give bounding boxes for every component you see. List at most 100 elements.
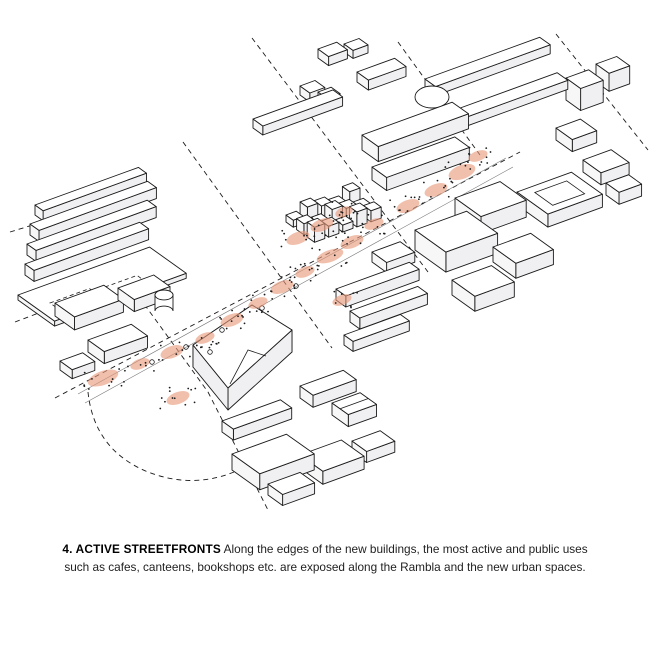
caption-body-line1: Along the edges of the new buildings, th…	[221, 542, 588, 556]
people-dot	[340, 265, 343, 267]
people-dot	[187, 387, 190, 390]
building-roof	[356, 57, 407, 81]
people-dot	[199, 346, 202, 349]
people-dot	[305, 234, 308, 237]
people-dot	[299, 263, 302, 266]
building-roof	[363, 201, 382, 212]
people-dot	[418, 196, 421, 198]
people-dot	[127, 365, 129, 368]
people-dot	[108, 384, 110, 387]
people-dot	[243, 308, 246, 310]
people-dot	[361, 226, 364, 229]
people-dot	[467, 153, 470, 155]
people-dot	[305, 238, 308, 241]
people-dot	[342, 219, 345, 222]
people-dot	[175, 353, 178, 355]
people-dot	[404, 195, 407, 198]
tree-circle	[149, 359, 155, 365]
caption-title: 4. ACTIVE STREETFRONTS	[62, 542, 222, 556]
wedge-notch-line	[229, 349, 267, 385]
building-roof	[29, 180, 157, 231]
people-dot	[120, 384, 123, 387]
people-dot	[308, 268, 311, 271]
people-dot	[338, 214, 341, 216]
people-dot	[317, 224, 320, 227]
people-dot	[83, 384, 86, 387]
people-dot	[168, 386, 171, 389]
people-dot	[242, 316, 244, 318]
axis-dashed-line	[54, 151, 521, 399]
building-roof	[414, 210, 499, 253]
building-roof	[26, 199, 157, 251]
people-dot	[334, 302, 337, 304]
active-streetfront-highlight	[364, 218, 384, 230]
people-dot	[480, 161, 483, 163]
people-dot	[91, 377, 93, 380]
people-dot	[241, 314, 243, 317]
people-dot	[124, 369, 126, 372]
circular-plaza	[414, 85, 450, 109]
people-dot	[444, 185, 447, 187]
people-dot	[309, 279, 312, 282]
people-dot	[345, 214, 348, 217]
building-roof	[317, 41, 348, 58]
people-dot	[328, 214, 331, 217]
people-dot	[178, 341, 181, 344]
people-dot	[316, 268, 319, 271]
people-dot	[280, 245, 283, 248]
building-roof	[252, 89, 344, 127]
people-dot	[159, 344, 162, 347]
people-dot	[153, 369, 155, 372]
people-dot	[350, 202, 353, 205]
people-dot	[380, 214, 383, 217]
people-dot	[341, 239, 344, 242]
people-dot	[464, 164, 467, 167]
people-dot	[313, 235, 316, 238]
people-dot	[349, 305, 352, 308]
people-dot	[389, 199, 392, 202]
people-dot	[173, 397, 176, 400]
people-dot	[283, 232, 286, 235]
building-roof	[565, 69, 604, 89]
people-dot	[317, 264, 320, 267]
people-dot	[443, 186, 445, 189]
building-roof	[349, 285, 428, 319]
building-roof	[348, 202, 368, 213]
active-streetfront-highlight	[448, 163, 476, 181]
people-dot	[230, 320, 233, 323]
people-dot	[181, 349, 184, 351]
active-streetfront-highlight	[316, 248, 344, 264]
building-roof	[605, 174, 643, 193]
building-roof	[117, 274, 171, 301]
people-dot	[478, 163, 481, 166]
active-streetfront-highlight	[340, 235, 364, 249]
people-dot	[281, 229, 284, 232]
people-dot	[193, 401, 196, 404]
building-roof	[299, 369, 357, 396]
people-dot	[346, 242, 348, 245]
people-dot	[171, 397, 174, 399]
people-dot	[406, 210, 409, 212]
people-dot	[159, 407, 162, 410]
people-dot	[430, 196, 432, 198]
building-roof	[582, 149, 630, 174]
building-roof	[595, 56, 631, 74]
courtyard-outline	[533, 180, 586, 206]
people-dot	[237, 315, 239, 318]
people-dot	[359, 242, 362, 245]
people-dot	[332, 230, 335, 233]
people-dot	[200, 336, 203, 339]
active-streetfront-highlight	[468, 150, 488, 162]
people-dot	[341, 211, 344, 214]
people-dot	[379, 232, 381, 235]
people-dot	[333, 290, 336, 293]
active-streetfront-highlight	[310, 218, 334, 232]
people-dot	[333, 254, 336, 257]
active-streetfront-highlight	[195, 332, 215, 344]
people-dot	[314, 274, 317, 277]
people-dot	[188, 355, 191, 358]
people-dot	[360, 231, 362, 234]
building-roof	[516, 171, 603, 215]
building-roof	[351, 430, 396, 452]
people-dot	[290, 281, 293, 283]
